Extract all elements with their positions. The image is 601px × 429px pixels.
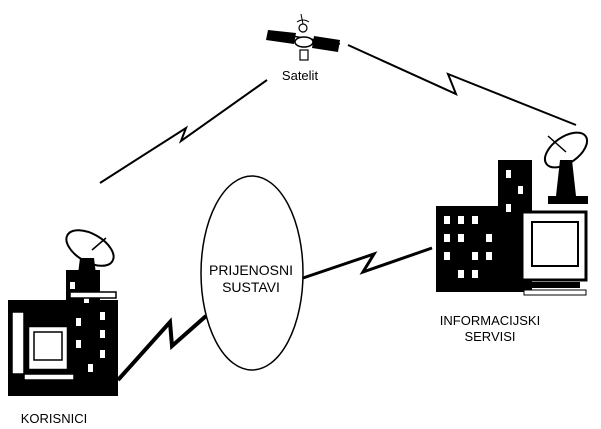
services-building (436, 131, 589, 296)
link-network-services (302, 246, 433, 280)
network-label: PRIJENOSNI (208, 262, 293, 278)
computer-icon (11, 311, 75, 381)
link-satellite-services (347, 44, 577, 126)
satellite-dish-icon (543, 131, 589, 204)
network-ellipse (200, 175, 304, 371)
network-label-line2: SUSTAVI (222, 279, 280, 295)
link-users-satellite (99, 79, 268, 184)
services-label-line2: SERVISI (464, 329, 516, 344)
users-building (8, 229, 118, 396)
satellite-label: Satelit (281, 68, 319, 83)
link-users-network (116, 314, 208, 382)
computer-icon (520, 210, 588, 296)
users-label: KORISNICI (20, 411, 88, 426)
services-label: INFORMACIJSKI (439, 313, 541, 328)
satellite-icon (266, 13, 341, 61)
satellite-dish-icon (65, 229, 117, 299)
